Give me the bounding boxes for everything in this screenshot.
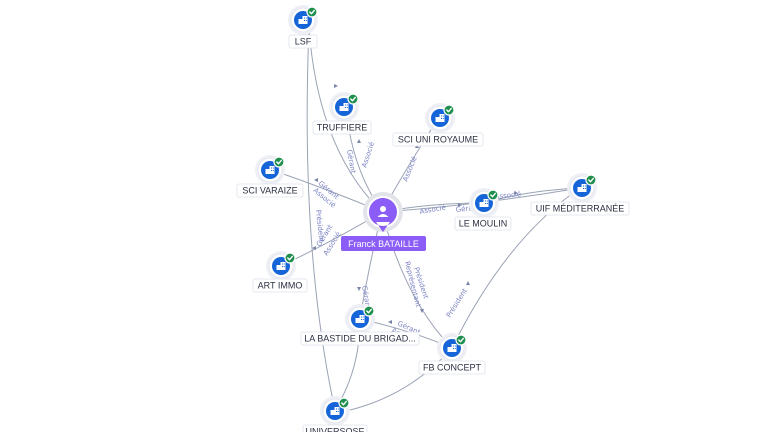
- edge-fb-uif: [451, 187, 581, 349]
- edge-label-truffiere-associe: Associé: [360, 141, 376, 169]
- company-name-label: TRUFFIERE: [317, 123, 368, 133]
- person-label-bg: [341, 236, 426, 251]
- verified-check-icon: [338, 397, 350, 409]
- company-label-bg: [312, 120, 372, 135]
- edge-arrow: [334, 84, 338, 88]
- edge-lsf-univers: [306, 27, 336, 411]
- company-label-bg: [236, 183, 304, 198]
- verified-check-icon: [347, 93, 359, 105]
- company-name-label: SCI VARAIZE: [242, 186, 297, 196]
- edge-arrow: [458, 203, 462, 207]
- edge-label-fb-uif-president: Président: [445, 287, 469, 319]
- company-name-label: UNIVERSOSE: [305, 427, 364, 432]
- company-node-univers[interactable]: UNIVERSOSE: [302, 396, 368, 432]
- company-name-label: UIF MÉDITERRANÉE: [536, 204, 625, 214]
- edge-label-lemoulin-associe: Associé: [419, 203, 446, 215]
- company-node-la-bastide[interactable]: LA BASTIDE DU BRIGAD...: [300, 304, 420, 346]
- company-label-bg: [300, 331, 420, 346]
- building-icon: [447, 344, 457, 352]
- verified-check-icon: [306, 6, 318, 18]
- edge-fb-univers: [349, 347, 453, 411]
- company-node-le-moulin[interactable]: LE MOULIN: [454, 188, 512, 231]
- edge-arrow: [388, 320, 392, 324]
- verified-check-icon: [487, 189, 499, 201]
- edge-label-sci-uni-royaume: Associé: [401, 155, 418, 183]
- building-icon: [577, 184, 587, 192]
- verified-check-icon: [363, 305, 375, 317]
- edge-arrow: [312, 246, 316, 250]
- edge-arrow: [420, 309, 424, 313]
- company-label-bg: [392, 132, 484, 147]
- company-label-bg: [454, 216, 512, 231]
- building-icon: [298, 16, 308, 24]
- company-node-uif-mediterranee[interactable]: UIF MÉDITERRANÉE: [530, 173, 630, 216]
- edge-person-lsf: [308, 27, 383, 213]
- building-icon: [265, 166, 275, 174]
- edge-arrow: [314, 178, 318, 182]
- edge-arrow: [357, 287, 361, 291]
- person-icon: [377, 206, 389, 217]
- building-icon: [276, 262, 286, 270]
- person-node[interactable]: Franck BATAILLE: [341, 192, 426, 251]
- company-node-art-immo[interactable]: ART IMMO: [252, 251, 308, 293]
- edge-person-fb-concept: [381, 211, 453, 349]
- building-icon: [339, 103, 349, 111]
- company-nodes: LSF TRUFFIERE SCI UNI ROYAUME SCI VARAIZE LE…: [236, 5, 630, 432]
- person-name-label: Franck BATAILLE: [348, 239, 419, 249]
- company-name-label: LSF: [295, 37, 312, 47]
- company-node-sci-varaize[interactable]: SCI VARAIZE: [236, 155, 304, 198]
- building-icon: [355, 315, 365, 323]
- company-node-truffiere[interactable]: TRUFFIERE: [312, 92, 372, 135]
- company-name-label: FB CONCEPT: [423, 363, 482, 373]
- edge-label-lsf-president: Président: [314, 209, 325, 243]
- verified-check-icon: [455, 334, 467, 346]
- verified-check-icon: [284, 252, 296, 264]
- edge-label-uif-associe: Associé: [494, 190, 521, 201]
- company-label-bg: [418, 360, 486, 375]
- company-name-label: SCI UNI ROYAUME: [398, 135, 478, 145]
- company-label-bg: [288, 34, 318, 49]
- building-icon: [330, 407, 340, 415]
- company-node-sci-uni-royaume[interactable]: SCI UNI ROYAUME: [392, 103, 484, 147]
- verified-check-icon: [585, 174, 597, 186]
- company-name-label: LA BASTIDE DU BRIGAD...: [304, 334, 416, 344]
- edge-arrows: [312, 84, 518, 324]
- building-icon: [479, 199, 489, 207]
- edge-arrow: [466, 281, 470, 285]
- edge-label-truffiere-gerant: Gérant: [345, 149, 357, 174]
- company-node-fb-concept[interactable]: FB CONCEPT: [418, 333, 486, 375]
- building-icon: [435, 114, 445, 122]
- edge-arrow: [514, 191, 518, 195]
- company-label-bg: [252, 278, 308, 293]
- company-node-lsf[interactable]: LSF: [288, 5, 318, 49]
- verified-check-icon: [443, 104, 455, 116]
- verified-check-icon: [273, 156, 285, 168]
- company-name-label: ART IMMO: [258, 281, 303, 291]
- edge-arrow: [357, 139, 361, 143]
- company-name-label: LE MOULIN: [459, 219, 508, 229]
- edge-label-lemoulin-gerant: Gérant: [455, 203, 480, 213]
- company-label-bg: [530, 201, 630, 216]
